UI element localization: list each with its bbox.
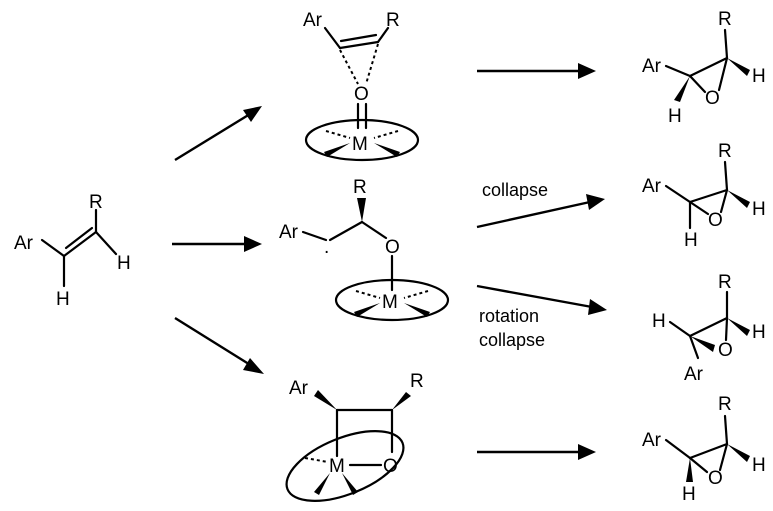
radical-intermediate: R Ar . O M: [279, 177, 450, 322]
rotation-label: rotation: [479, 306, 539, 326]
arrow-to-metallaoxetane: [174, 316, 264, 374]
p4-h-right-label: H: [752, 455, 766, 476]
p3-ar-label: Ar: [684, 364, 704, 385]
metallaoxetane-intermediate: Ar R M O: [285, 371, 424, 502]
epoxide-product-3: H R H Ar O: [652, 272, 766, 385]
alkene-ar-label: Ar: [14, 233, 34, 254]
epoxide-product-1: Ar R H H O: [642, 9, 766, 127]
bot-r-label: R: [410, 371, 424, 392]
arrow-to-product-1: [477, 63, 596, 79]
p4-ar-label: Ar: [642, 430, 662, 451]
p3-o-label: O: [718, 340, 733, 361]
p3-r-label: R: [718, 272, 732, 293]
alkene-h-right-label: H: [117, 253, 131, 274]
rotation-collapse-label: collapse: [479, 330, 545, 350]
p1-h-bottom-label: H: [668, 106, 682, 127]
p3-h-right-label: H: [752, 322, 766, 343]
arrow-to-product-3: [476, 284, 607, 315]
mid-radical-dot: .: [324, 237, 329, 258]
mid-metal-ligand-ellipse: [334, 278, 450, 322]
p2-o-label: O: [708, 210, 723, 231]
bot-o-label: O: [383, 456, 398, 477]
p2-ar-label: Ar: [642, 176, 662, 197]
mid-m-label: M: [382, 292, 398, 313]
p4-o-label: O: [708, 468, 723, 489]
top-r-label: R: [386, 10, 400, 31]
p2-h-bottom-label: H: [684, 230, 698, 251]
collapse-label: collapse: [482, 180, 548, 200]
p1-r-label: R: [718, 9, 732, 30]
starting-alkene: Ar R H H: [14, 192, 131, 310]
arrow-to-product-4: [477, 444, 596, 460]
p1-o-label: O: [705, 88, 720, 109]
mid-r-label: R: [353, 177, 367, 198]
epoxide-product-4: Ar R H H O: [642, 394, 766, 505]
mid-ar-label: Ar: [279, 222, 299, 243]
p1-h-right-label: H: [752, 66, 766, 87]
p2-r-label: R: [718, 141, 732, 162]
top-m-label: M: [352, 134, 368, 155]
top-o-label: O: [354, 84, 369, 105]
p4-h-bottom-label: H: [682, 484, 696, 505]
top-metal-ligand-ellipse: [304, 118, 420, 162]
p2-h-right-label: H: [752, 199, 766, 220]
bot-m-label: M: [329, 456, 345, 477]
p1-ar-label: Ar: [642, 56, 662, 77]
p3-h-left-label: H: [652, 311, 666, 332]
arrow-to-radical: [172, 236, 262, 252]
arrow-to-concerted: [174, 106, 262, 162]
alkene-r-label: R: [89, 192, 103, 213]
top-ar-label: Ar: [303, 10, 323, 31]
concerted-intermediate: Ar R O M: [303, 10, 420, 162]
mid-o-label: O: [385, 237, 400, 258]
bot-ar-label: Ar: [289, 378, 309, 399]
p4-r-label: R: [718, 394, 732, 415]
epoxide-product-2: Ar R H H O: [642, 141, 766, 251]
arrow-to-product-2: [476, 194, 605, 229]
alkene-h-bottom-label: H: [56, 289, 70, 310]
